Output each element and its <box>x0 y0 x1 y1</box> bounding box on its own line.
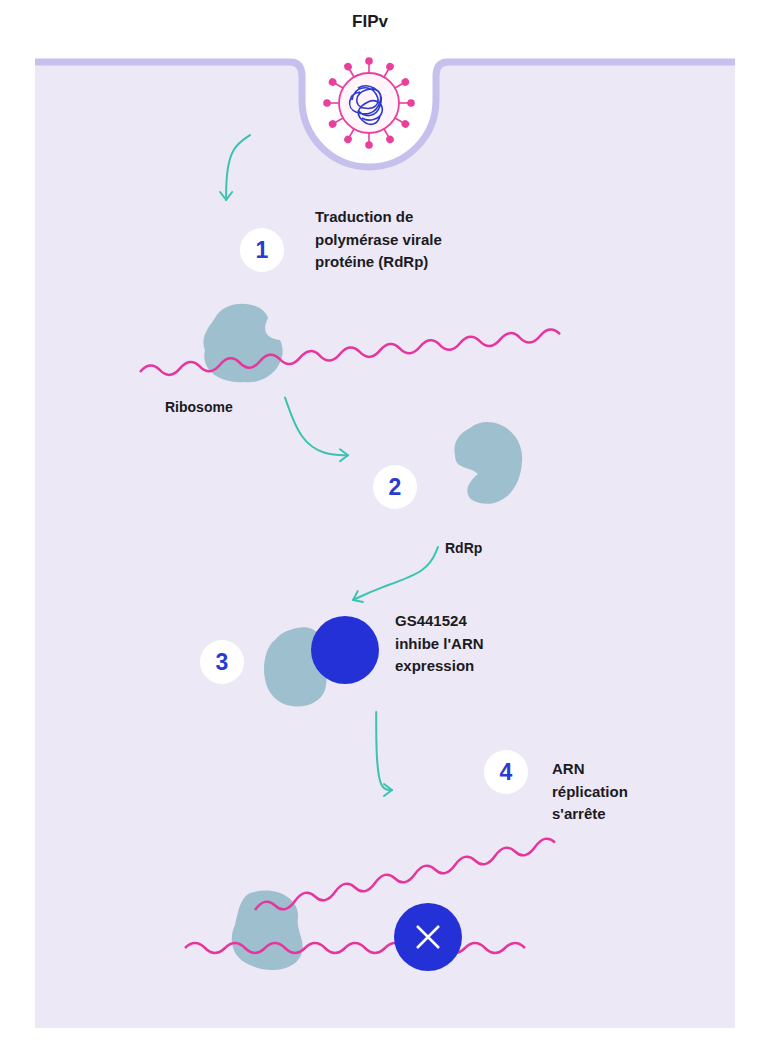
vesicle: FIPv <box>250 8 490 173</box>
step-number: 4 <box>484 750 528 794</box>
extracellular-space <box>35 0 735 167</box>
flow-arrow <box>226 135 250 200</box>
rdrp-enzyme: RdRp <box>438 415 538 560</box>
mrna-strand <box>140 330 560 375</box>
step-text: Traduction de polymérase virale protéine… <box>315 206 493 274</box>
step: 4 ARN réplication s'arrête <box>392 745 662 845</box>
step-text: ARN réplication s'arrête <box>552 758 662 826</box>
rna-strand <box>255 839 555 910</box>
step-number: 3 <box>200 640 244 684</box>
viral-rna <box>350 86 383 124</box>
cell-interior <box>35 62 735 1028</box>
ribosome: Ribosome <box>160 295 285 420</box>
virus-spikes <box>324 58 414 148</box>
step-number: 2 <box>373 465 417 509</box>
virus-body <box>339 73 399 133</box>
stop-cross <box>417 926 439 948</box>
flow-arrow <box>376 712 392 790</box>
drug-molecule <box>311 616 379 684</box>
flow-arrow <box>285 398 348 456</box>
part-label: RdRp <box>445 539 535 557</box>
virus-name: FIPv <box>250 11 490 33</box>
drug-molecule <box>394 903 462 971</box>
step-number: 1 <box>240 228 284 272</box>
part-label: Ribosome <box>165 398 283 416</box>
rna-strand <box>185 943 525 953</box>
step: 2 <box>348 445 420 513</box>
flow-arrow <box>353 547 438 600</box>
step: 1 Traduction de polymérase virale protéin… <box>212 200 495 282</box>
rdrp-shape <box>454 422 522 504</box>
cell-membrane <box>35 62 735 167</box>
step-text: GS441524 inhibe l'ARN expression <box>395 610 507 678</box>
step: 3 GS441524 inhibe l'ARN expression <box>198 600 528 712</box>
